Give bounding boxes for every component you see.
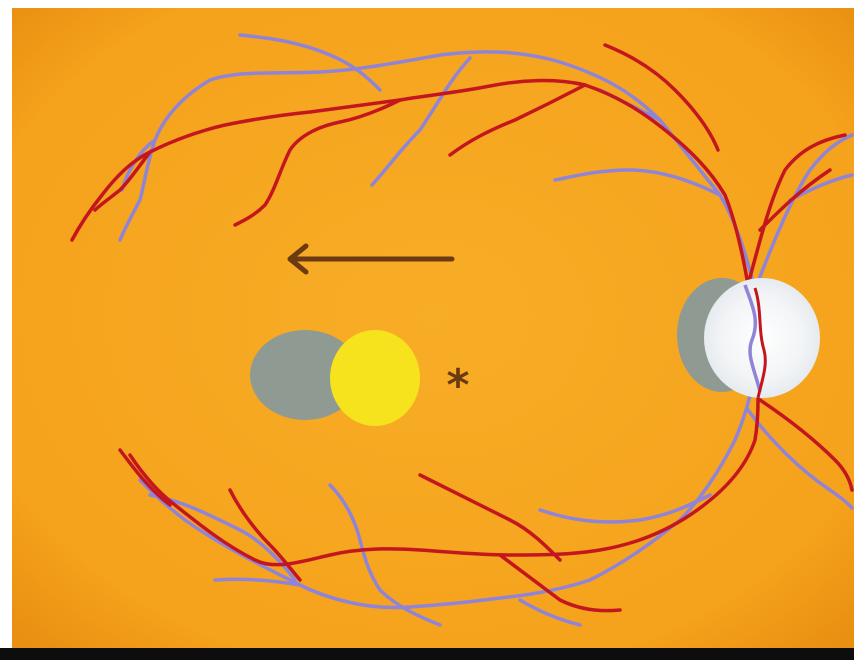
- bottom-bar: [0, 648, 854, 660]
- macula: [330, 330, 420, 426]
- fovea-marker: *: [446, 360, 469, 411]
